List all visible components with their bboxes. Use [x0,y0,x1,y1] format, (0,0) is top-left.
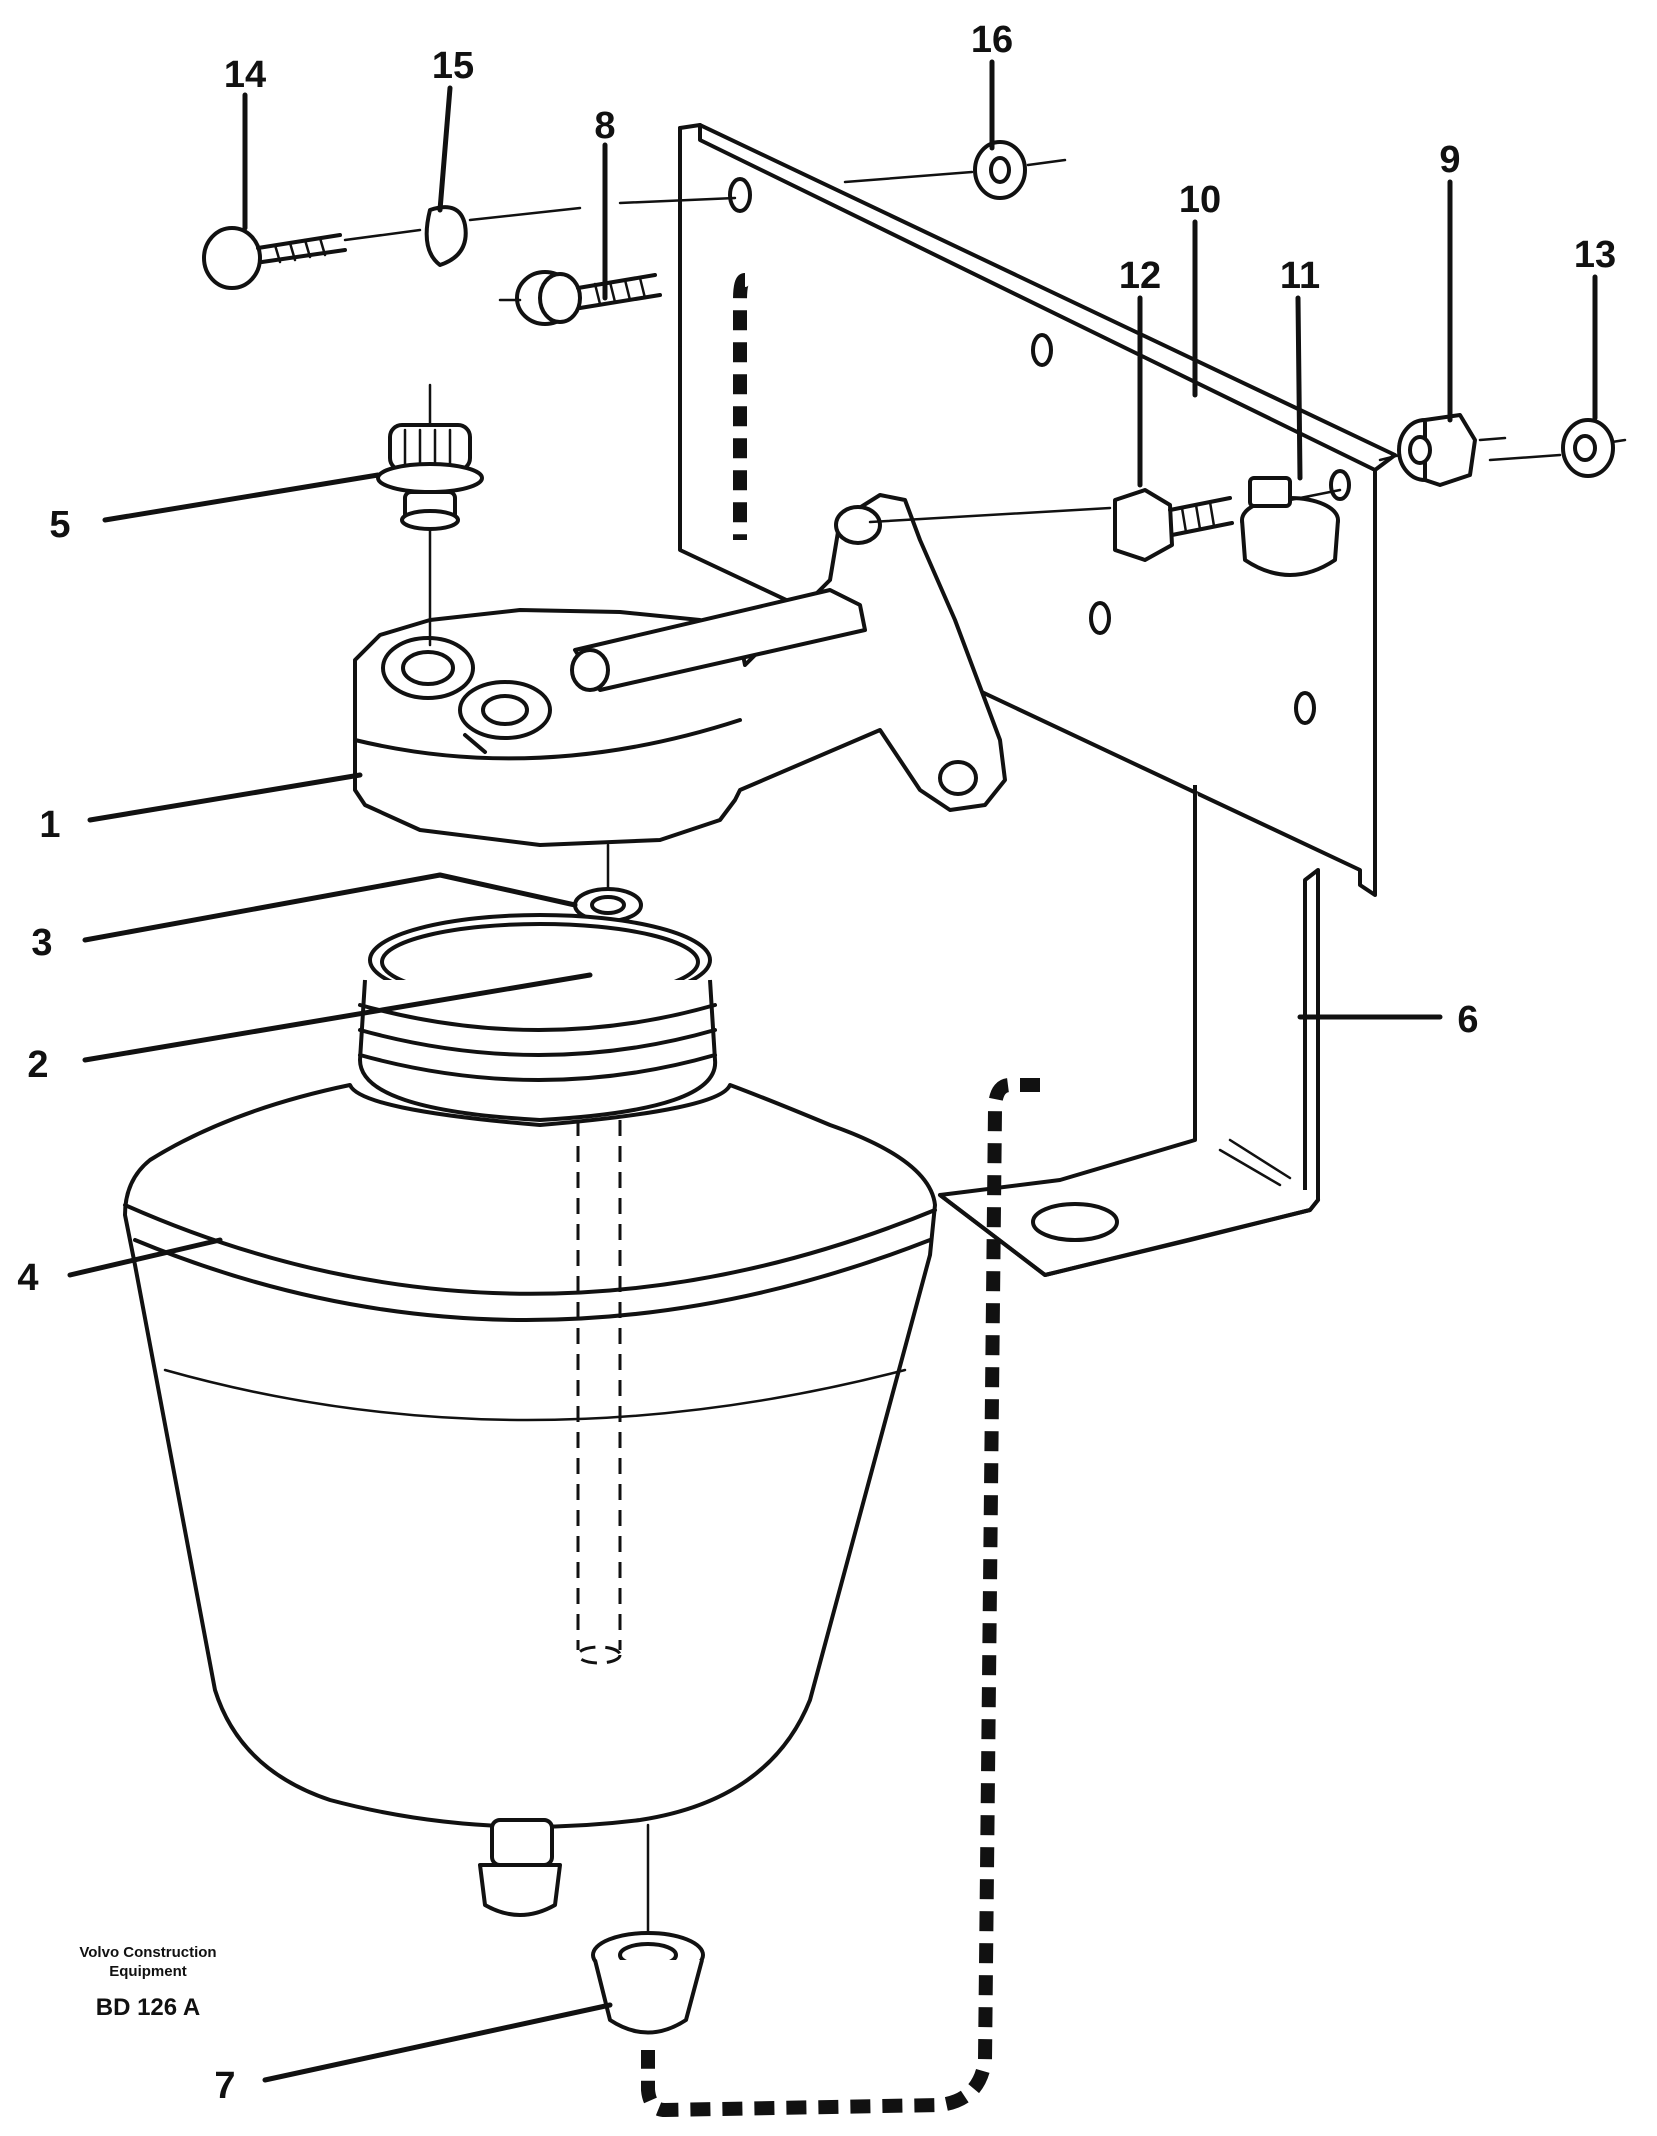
screw-14 [202,226,422,290]
washer-15 [424,196,737,267]
callout-7: 7 [214,2065,235,2107]
nut-9 [1378,413,1507,487]
callout-13: 13 [1574,234,1616,276]
callout-11: 11 [1280,255,1320,297]
container [123,913,937,1952]
screw-8 [498,270,662,326]
callout-16: 16 [971,19,1013,61]
caption-company-line2: Equipment [109,1963,187,1980]
grommet-11 [1240,476,1342,577]
leader-lines [67,59,1598,2083]
washer-13 [1488,418,1627,478]
callout-9: 9 [1439,139,1460,181]
callout-10: 10 [1179,179,1221,221]
callout-12: 12 [1119,255,1161,297]
screw-12 [868,488,1234,562]
caption-company-line1: Volvo Construction [79,1944,216,1961]
seal-ring [573,843,643,923]
callout-4: 4 [17,1257,38,1299]
callout-15: 15 [432,45,474,87]
callout-6: 6 [1457,999,1478,1041]
callout-5: 5 [49,504,70,546]
callout-8: 8 [594,105,615,147]
mounting-plate [678,123,1397,897]
bracket [938,785,1320,1277]
filter-head [353,493,1007,847]
callout-labels: 14 15 8 16 10 12 11 9 13 5 1 3 2 4 6 7 [17,19,1616,2107]
drawing-caption: Volvo Construction Equipment BD 126 A [79,1944,216,2021]
callout-2: 2 [27,1044,48,1086]
caption-drawing-code: BD 126 A [96,1994,200,2021]
hose [641,273,1040,2118]
washer-16 [843,140,1067,200]
drain-plug [376,383,484,647]
callout-14: 14 [224,54,266,96]
grommet [591,1931,705,2035]
callout-1: 1 [39,804,60,846]
callout-3: 3 [31,922,52,964]
